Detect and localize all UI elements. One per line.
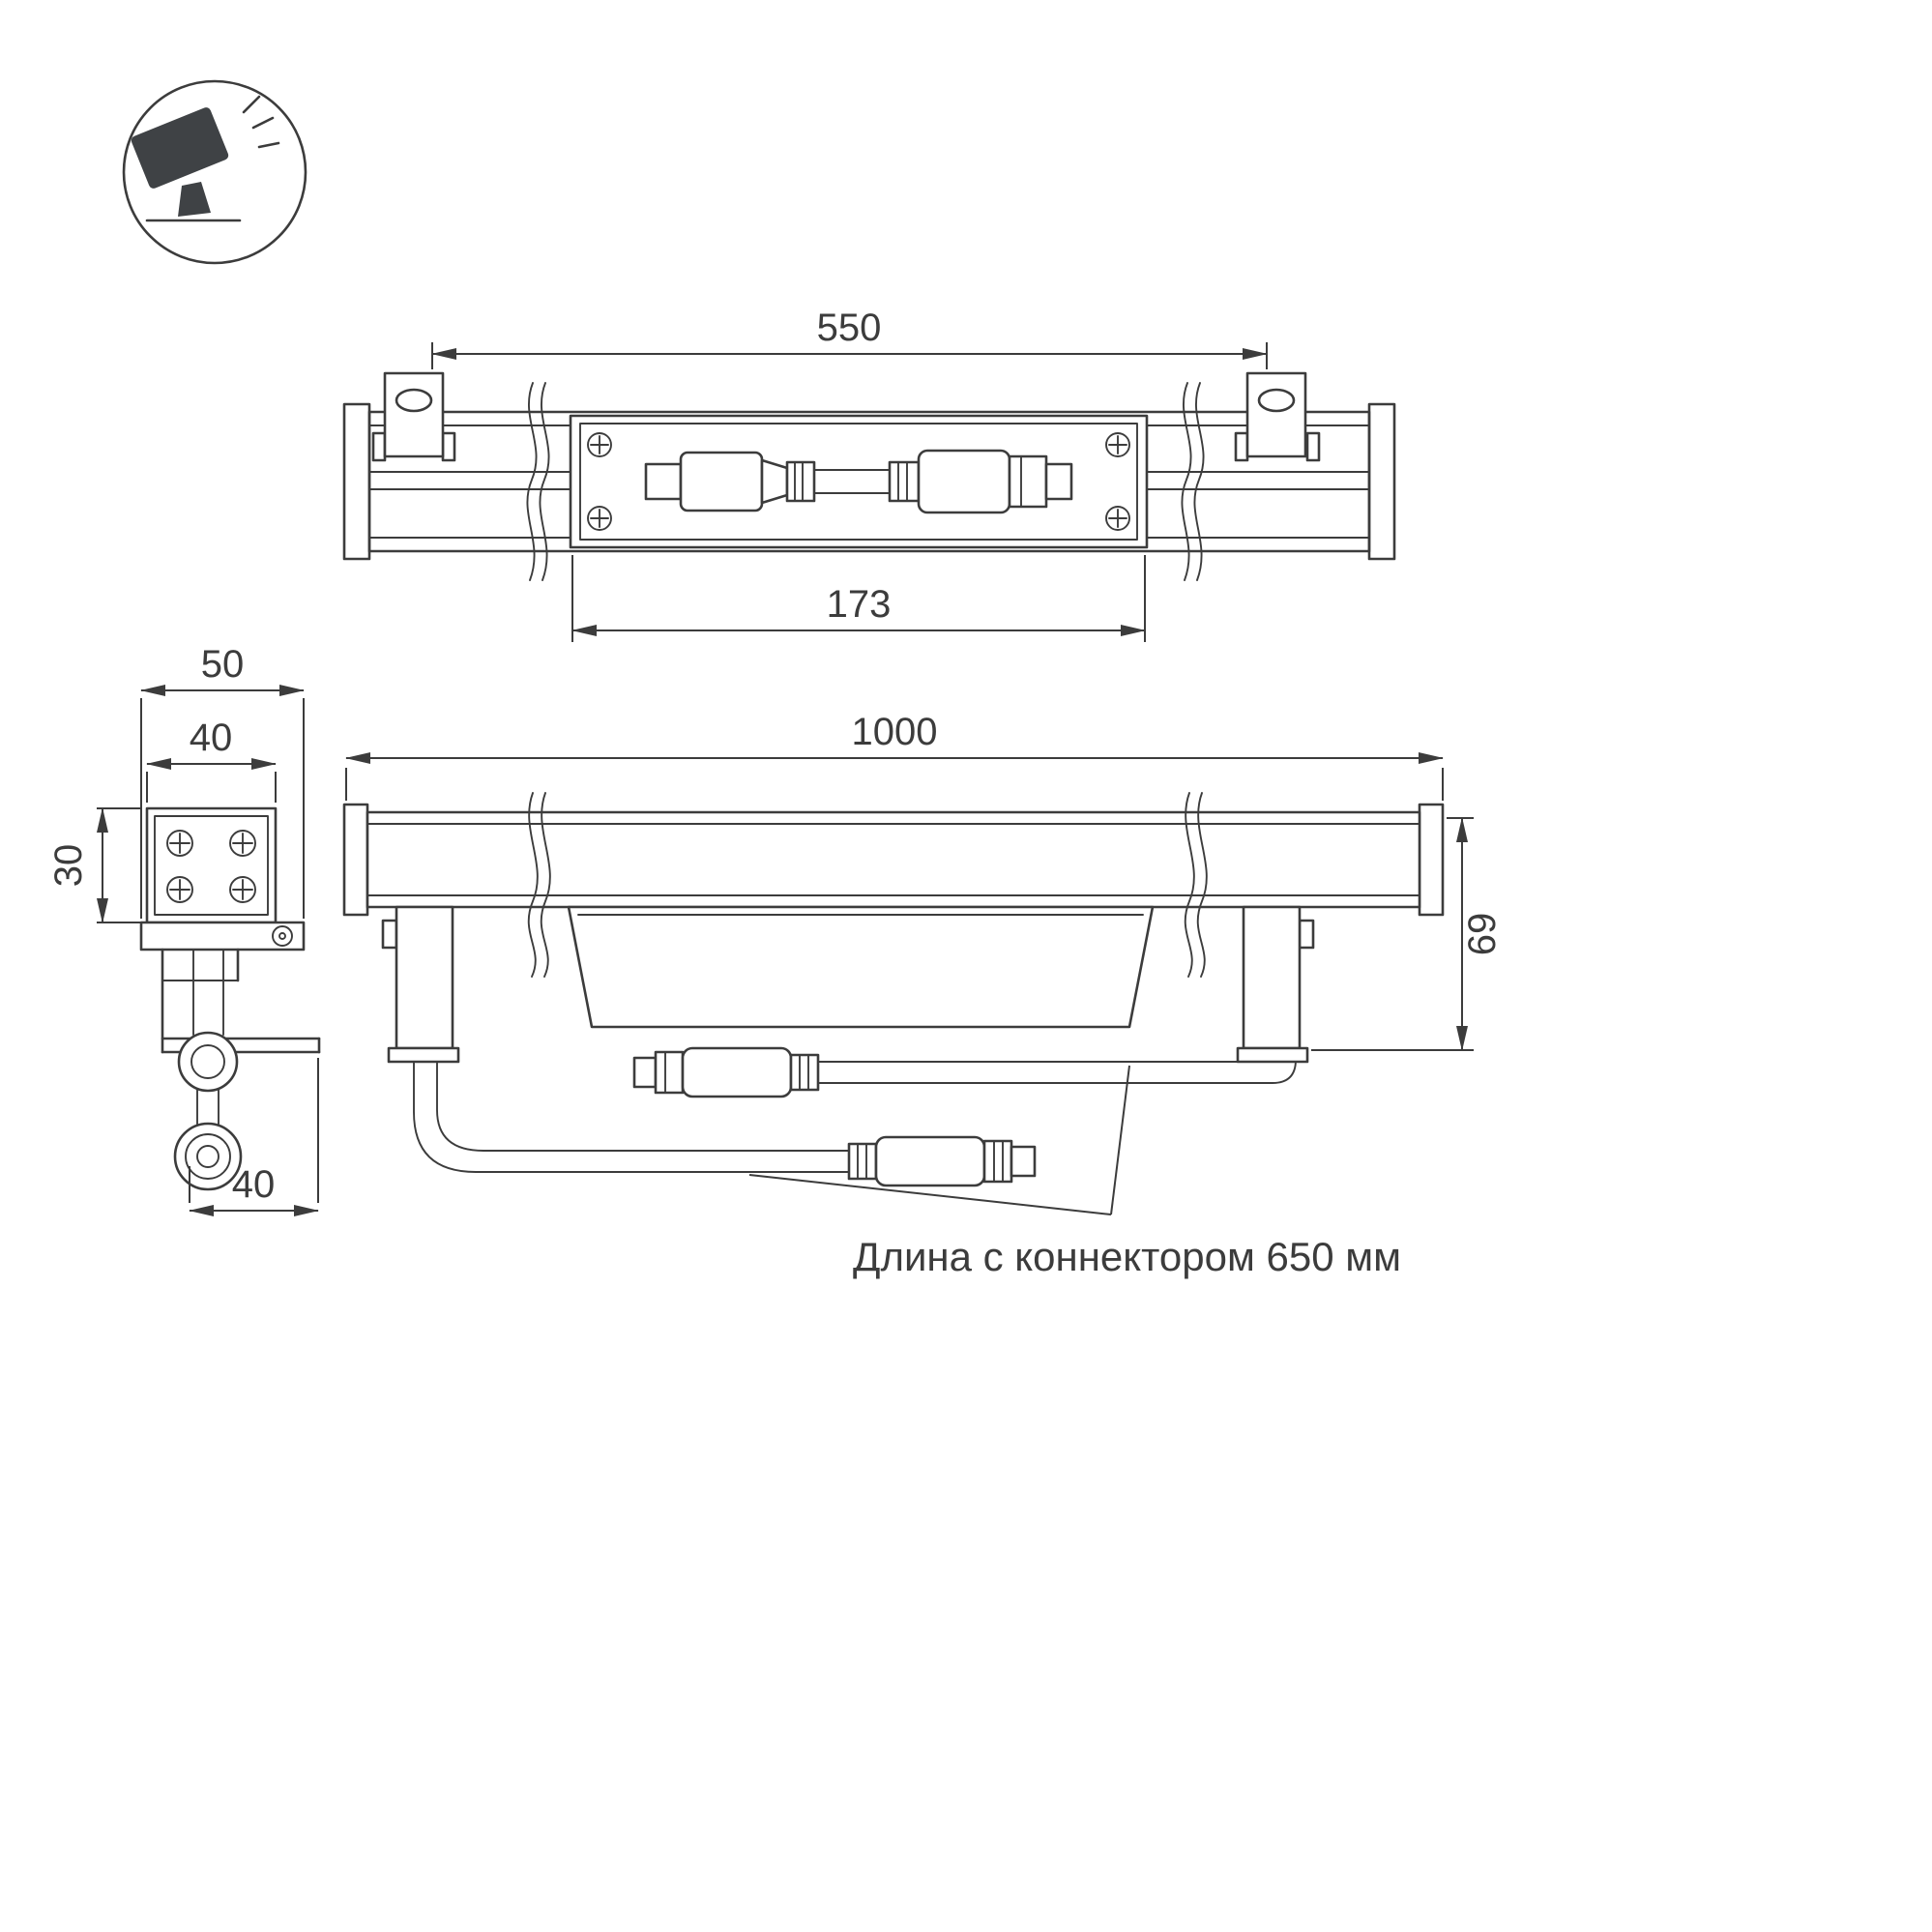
front-view (342, 792, 1445, 1187)
end-view (139, 806, 321, 1191)
front-view-bar (342, 803, 1445, 917)
dim-69-label: 69 (1461, 913, 1504, 956)
dim-40-top: 40 (146, 717, 277, 803)
dim-69: 69 (1311, 817, 1504, 1051)
top-view-bracket-left (371, 371, 456, 462)
connector-end (847, 1135, 1037, 1187)
break-lines-top-view (526, 382, 1205, 581)
cable-with-connectors (413, 1046, 1297, 1187)
dim-50: 50 (140, 643, 305, 919)
dim-30: 30 (47, 807, 141, 923)
top-view-bar (342, 402, 1396, 561)
connector-mid (632, 1046, 820, 1098)
top-view (342, 371, 1396, 581)
front-view-housing (567, 905, 1155, 1029)
front-view-bracket-left (381, 905, 460, 1064)
dim-30-label: 30 (47, 844, 90, 888)
dim-40-bottom: 40 (189, 1058, 319, 1216)
dim-40-top-label: 40 (190, 717, 233, 759)
dim-173-label: 173 (827, 583, 892, 626)
break-lines-front-view (527, 792, 1208, 978)
floodlight-icon (122, 79, 307, 265)
dim-1000: 1000 (345, 711, 1444, 801)
dim-40-bottom-label: 40 (232, 1163, 276, 1206)
dim-173: 173 (571, 555, 1146, 642)
top-view-connector (644, 449, 1073, 514)
dim-1000-label: 1000 (852, 711, 938, 753)
cable-length-note: Длина с коннектором 650 мм (853, 1234, 1401, 1279)
dim-550-label: 550 (817, 307, 882, 349)
cable-note-leader (748, 1065, 1130, 1215)
dim-550: 550 (431, 307, 1268, 369)
dim-50-label: 50 (201, 643, 245, 686)
front-view-bracket-right (1236, 905, 1315, 1064)
screw-icon (587, 432, 1130, 531)
screw-icon (166, 830, 256, 903)
top-view-bracket-right (1234, 371, 1321, 462)
